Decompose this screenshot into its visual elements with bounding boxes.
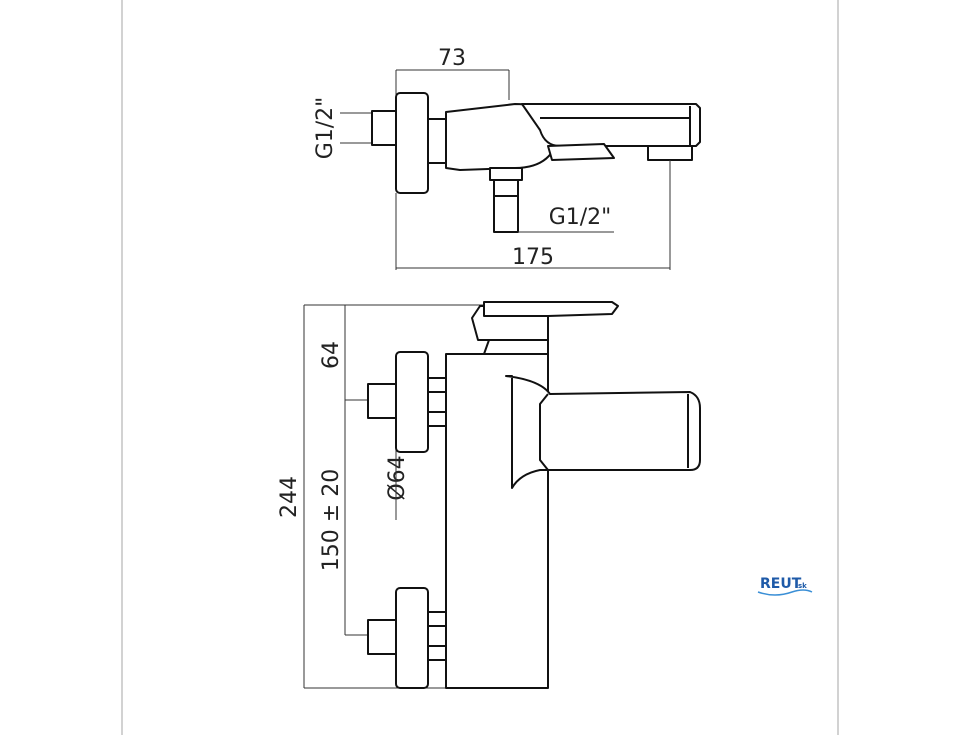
front-spout <box>505 375 701 489</box>
dim-label-64: 64 <box>319 341 344 369</box>
dim-label-150: 150 ± 20 <box>319 469 344 571</box>
front-upper-flange <box>395 351 429 453</box>
dim-label-g12-bottom: G1/2" <box>549 205 612 230</box>
logo-wave-icon <box>757 589 813 596</box>
top-nut <box>427 118 447 164</box>
top-bottom-nut <box>489 167 523 181</box>
front-spout-edge <box>539 393 549 471</box>
top-view: 73 G1/2" G1/2" 175 <box>313 46 701 270</box>
front-lower-flange <box>395 587 429 689</box>
logo-suffix: sk <box>798 582 807 590</box>
dim-label-244: 244 <box>277 476 302 518</box>
front-lower-nut <box>427 611 447 661</box>
top-outlet <box>647 145 693 161</box>
top-lever <box>547 143 615 161</box>
dim-label-73: 73 <box>438 46 466 71</box>
front-upper-nut <box>427 377 447 427</box>
top-inlet-pipe <box>371 110 399 146</box>
dim-label-diameter-64: Ø64 <box>385 455 410 500</box>
reut-logo: REUT sk <box>757 576 813 596</box>
top-bottom-inlet <box>493 179 519 233</box>
dim-label-g12-left: G1/2" <box>313 97 338 160</box>
front-lever <box>483 301 619 317</box>
dim-label-175: 175 <box>512 245 554 270</box>
front-upper-inlet-pipe <box>367 383 399 419</box>
front-lower-inlet-pipe <box>367 619 399 655</box>
front-view: 244 64 150 ± 20 Ø64 <box>277 301 701 689</box>
top-flange <box>395 92 429 194</box>
top-spout <box>521 103 701 147</box>
logo-text: REUT <box>760 576 802 592</box>
